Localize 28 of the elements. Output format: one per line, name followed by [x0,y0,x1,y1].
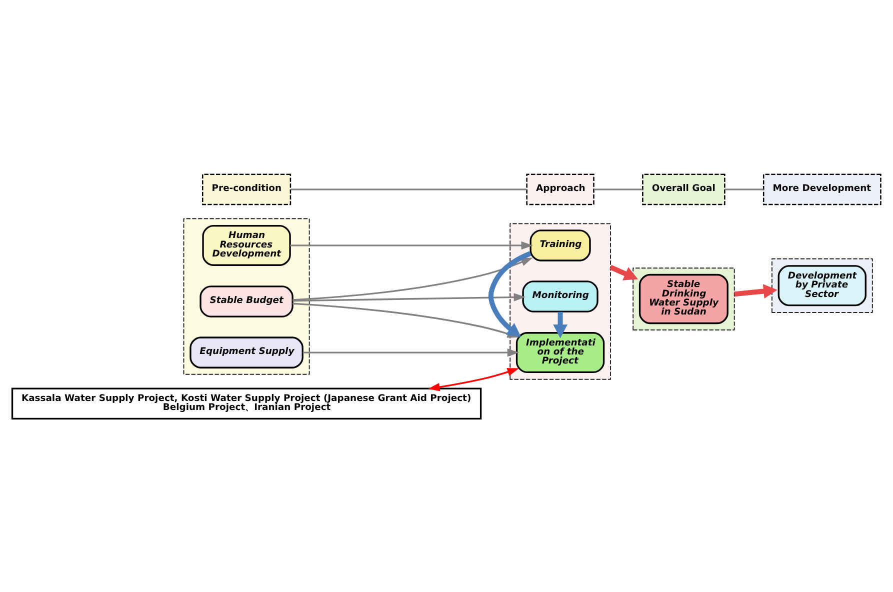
node-box: Implementati on of the Project [516,332,605,373]
node-box: Monitoring [522,280,598,312]
arrow [553,311,568,338]
node-box: More Development [762,173,882,205]
cluster [183,218,310,374]
node-box: Stable Drinking Water Supply in Sudan [638,273,728,324]
node-box: Stable Budget [200,285,294,317]
node-box: Equipment Supply [190,336,304,368]
cluster [772,258,873,312]
arrow [428,368,520,391]
arrow [609,264,638,280]
arrow [292,257,533,300]
node-box: Human Resources Development [202,224,291,266]
node-box: Pre-condition [202,173,292,205]
connector [594,188,642,190]
node-box: Development by Private Sector [778,264,866,306]
node-box: Overall Goal [642,173,726,205]
connector [724,188,764,190]
node-box: Approach [526,173,594,205]
arrow [302,348,520,356]
connector [290,188,527,190]
node-box: Training [530,229,591,261]
cluster [632,267,735,330]
arrow [734,284,778,298]
cluster [510,222,611,380]
arrow [292,292,526,302]
arrow [290,240,533,250]
node-box: Kassala Water Supply Project, Kosti Water Supply Project (Japanese Grant Aid Project) Belgium Project、Iranian Project [11,387,482,419]
